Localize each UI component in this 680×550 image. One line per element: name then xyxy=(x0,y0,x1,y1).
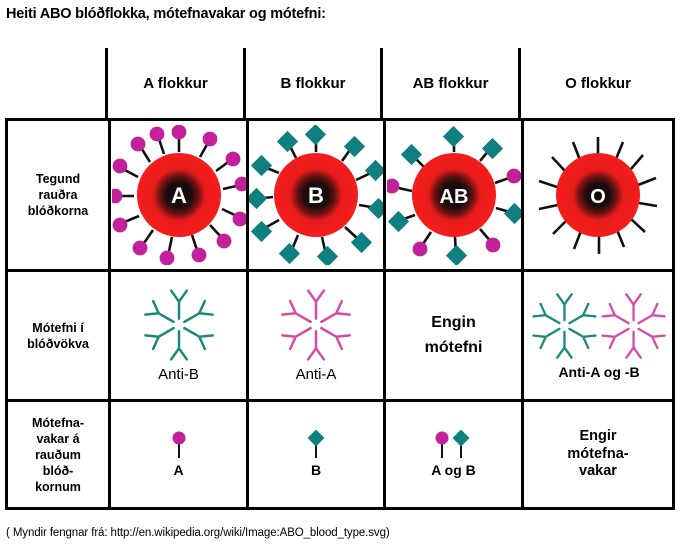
row-label-line: blóð- xyxy=(42,463,74,478)
header-label: B flokkur xyxy=(280,74,346,92)
row-label-line: kornum xyxy=(35,479,81,494)
header-label: O flokkur xyxy=(565,74,631,92)
cell-antigen-a-and-b: A og B xyxy=(383,402,521,507)
table-body: Tegund rauðra blóðkorna xyxy=(5,118,675,510)
cell-antibody-anti-b: Anti-B xyxy=(108,272,246,399)
header-column-ab: AB flokkur xyxy=(380,48,518,118)
row-label-line: rauðra xyxy=(38,188,78,202)
antigen-text-line: Engir xyxy=(579,428,617,445)
antibody-text-line: Engin xyxy=(431,313,476,331)
row-label-cell-antigens: Mótefna- vakar á rauðum blóð- kornum xyxy=(8,402,108,507)
antibody-caption: Anti-B xyxy=(158,366,199,384)
antigen-pin-both-icon xyxy=(435,429,469,458)
antigen-caption: B xyxy=(310,461,322,478)
blood-cell-letter: O xyxy=(590,186,606,208)
header-corner-cell xyxy=(5,48,105,118)
antibody-caption: Anti-A og -B xyxy=(558,363,640,380)
antibody-text-line: mótefni xyxy=(424,338,483,356)
row-label: Mótefna- vakar á rauðum blóð- kornum xyxy=(28,415,88,495)
cell-antibody-none: Engin mótefni xyxy=(383,272,521,399)
blood-cell-letter: AB xyxy=(439,186,468,208)
red-blood-cell-a-icon: A xyxy=(111,125,246,265)
antigen-caption: A og B xyxy=(431,461,476,478)
cell-blood-cell-o: O xyxy=(521,121,672,269)
red-blood-cell-ab-icon: AB xyxy=(386,125,521,265)
row-label-line: blóðvökva xyxy=(27,336,89,351)
row-label-cell-blood-cell-type: Tegund rauðra blóðkorna xyxy=(8,121,108,269)
red-blood-cell-o-icon: O xyxy=(538,137,658,254)
blood-cell-letter: A xyxy=(171,183,187,208)
antibody-cluster-pink-icon xyxy=(281,289,351,361)
table-row: Mótefni í blóðvökva xyxy=(8,269,672,399)
row-label: Tegund rauðra blóðkorna xyxy=(24,171,92,219)
cell-antibody-anti-a-and-b: Anti-A og -B xyxy=(521,272,674,399)
row-label-line: vakar á xyxy=(36,431,80,446)
row-label: Mótefni í blóðvökva xyxy=(23,320,93,352)
row-label-line: blóðkorna xyxy=(27,204,89,218)
blood-cell-letter: B xyxy=(308,183,324,208)
antigen-text-line: vakar xyxy=(579,463,617,480)
cell-antigen-none: Engir mótefna- vakar xyxy=(521,402,672,507)
header-label: A flokkur xyxy=(143,74,208,92)
cell-blood-cell-a: A xyxy=(108,121,246,269)
antigen-text-line: mótefna- xyxy=(567,445,629,462)
header-label: AB flokkur xyxy=(412,74,489,92)
row-label-line: Mótefna- xyxy=(31,415,85,430)
page-title: Heiti ABO blóðflokka, mótefnavakar og mó… xyxy=(6,6,326,22)
antigen-caption: A xyxy=(173,461,184,478)
cell-blood-cell-b: B xyxy=(246,121,383,269)
red-blood-cell-b-icon: B xyxy=(249,125,383,265)
antigen-text: Engir mótefna- vakar xyxy=(567,428,628,480)
row-label-line: rauðum xyxy=(35,447,81,462)
cell-blood-cell-ab: AB xyxy=(383,121,521,269)
source-caption: ( Myndir fengnar frá: http://en.wikipedi… xyxy=(6,527,390,539)
antigen-pin-teal-icon xyxy=(307,429,325,458)
row-label-cell-plasma-antibodies: Mótefni í blóðvökva xyxy=(8,272,108,399)
table-row: Mótefna- vakar á rauðum blóð- kornum A xyxy=(8,399,672,507)
header-column-o: O flokkur xyxy=(518,48,675,118)
row-label-line: Tegund xyxy=(35,172,81,186)
antibody-cluster-both-icon xyxy=(532,292,666,359)
antibody-cluster-teal-icon xyxy=(143,289,214,361)
antibody-caption: Anti-A xyxy=(295,366,337,384)
cell-antibody-anti-a: Anti-A xyxy=(246,272,383,399)
header-column-a: A flokkur xyxy=(105,48,243,118)
abo-blood-type-table: A flokkur B flokkur AB flokkur O flokkur… xyxy=(5,48,675,510)
cell-antigen-b: B xyxy=(246,402,383,507)
table-header-row: A flokkur B flokkur AB flokkur O flokkur xyxy=(5,48,675,118)
antibody-text: Engin mótefni xyxy=(425,311,483,361)
table-row: Tegund rauðra blóðkorna xyxy=(8,121,672,269)
row-label-line: Mótefni í xyxy=(32,320,84,335)
antigen-pin-magenta-icon xyxy=(172,431,185,458)
cell-antigen-a: A xyxy=(108,402,246,507)
header-column-b: B flokkur xyxy=(243,48,380,118)
